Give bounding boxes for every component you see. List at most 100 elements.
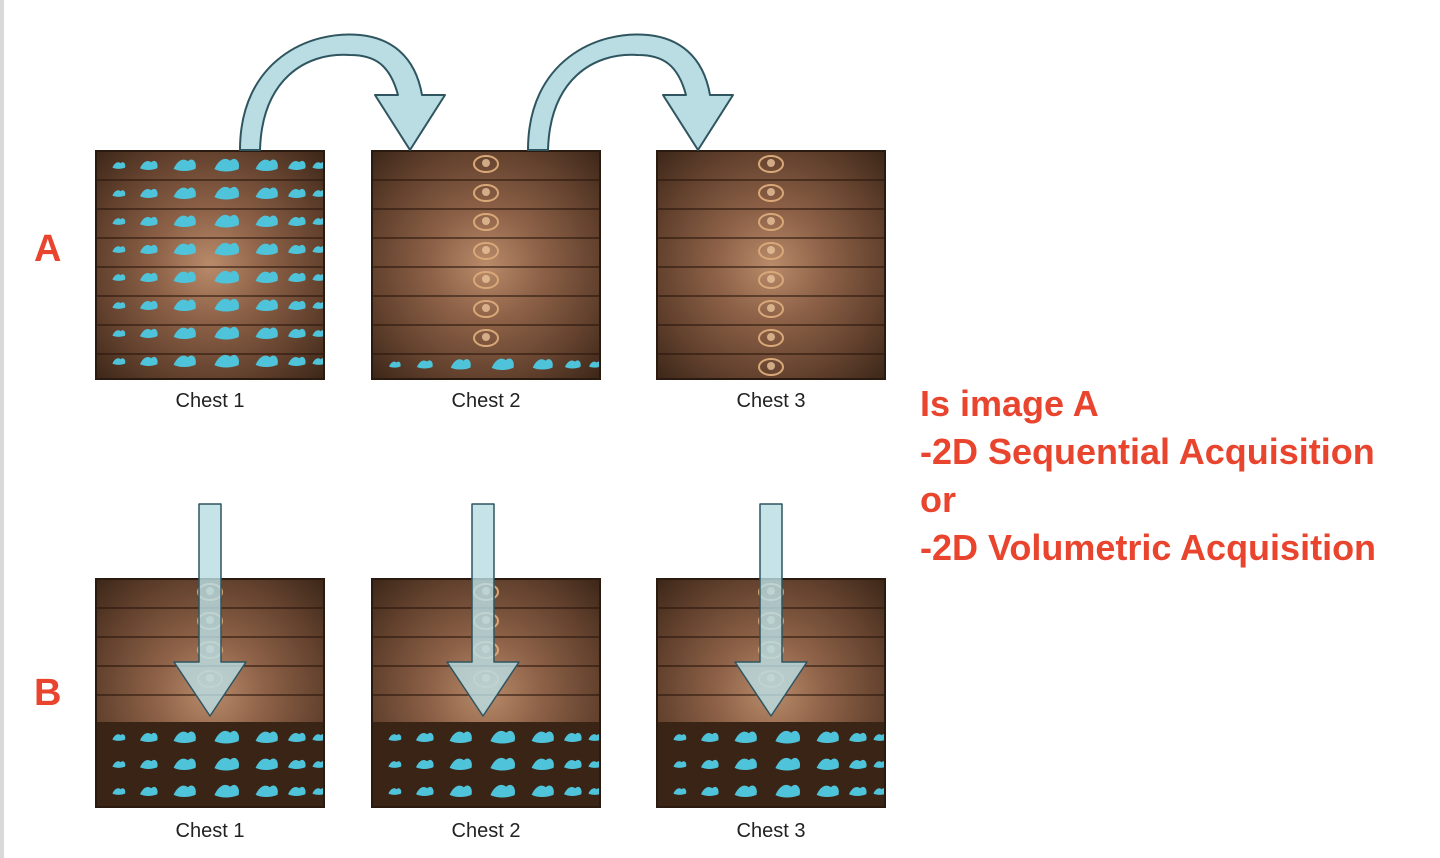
- left-border: [0, 0, 4, 858]
- vertebra-body: [482, 217, 490, 225]
- panel-a-chest-2: [371, 150, 601, 380]
- row-label-b: B: [34, 672, 62, 714]
- lung-slice-icon: [140, 759, 158, 769]
- lung-slice-icon: [589, 361, 599, 368]
- lung-slice-icon: [214, 354, 240, 368]
- lung-slice-icon: [173, 758, 196, 770]
- lung-band: [658, 722, 884, 806]
- lung-slice-icon: [214, 242, 240, 256]
- lung-slice-icon: [588, 734, 599, 741]
- lung-slice-icon: [564, 732, 582, 742]
- lung-slice-icon: [531, 731, 554, 743]
- lung-slice-icon: [173, 187, 196, 199]
- lung-slice-icon: [673, 734, 687, 741]
- lung-slice-icon: [312, 788, 323, 795]
- lung-slice-icon: [312, 274, 323, 281]
- question-line-2: -2D Sequential Acquisition: [920, 431, 1375, 472]
- lung-slice-icon: [112, 761, 126, 768]
- lung-slice-icon: [288, 732, 306, 742]
- lung-slice-icon: [312, 190, 323, 197]
- lung-slice-icon: [288, 272, 306, 282]
- vertebra-body: [482, 159, 490, 167]
- lung-slice-icon: [173, 215, 196, 227]
- lung-slice-icon: [288, 244, 306, 254]
- lung-slice-icon: [214, 784, 240, 798]
- lung-slice-icon: [775, 784, 801, 798]
- lung-slice-icon: [312, 246, 323, 253]
- lung-slice-icon: [140, 356, 158, 366]
- question-line-1: Is image A: [920, 383, 1099, 424]
- lung-slice-icon: [312, 734, 323, 741]
- lung-slice-icon: [490, 757, 516, 771]
- lung-slice-icon: [588, 788, 599, 795]
- lung-slice-icon: [388, 788, 402, 795]
- vertebra-icon: [758, 358, 784, 376]
- lung-slice-icon: [255, 785, 278, 797]
- vertebra-icon: [473, 300, 499, 318]
- lung-slice-icon: [416, 360, 433, 369]
- lung-band: [97, 722, 323, 806]
- lung-slice-icon: [849, 732, 867, 742]
- lung-slice-icon: [173, 243, 196, 255]
- lung-slice-icon: [173, 785, 196, 797]
- lung-slice-icon: [288, 356, 306, 366]
- lung-slice-icon: [849, 786, 867, 796]
- lung-slice-icon: [873, 734, 884, 741]
- vertebra-icon: [758, 329, 784, 347]
- lung-slice-icon: [564, 786, 582, 796]
- lung-slice-icon: [173, 159, 196, 171]
- lung-slice-icon: [734, 785, 757, 797]
- vertebra-body: [482, 246, 490, 254]
- vertebra-icon: [473, 242, 499, 260]
- vertebra-icon: [758, 242, 784, 260]
- vertebra-body: [482, 275, 490, 283]
- lung-slice-icon: [775, 730, 801, 744]
- lung-slice-icon: [112, 246, 126, 253]
- lung-slice-icon: [140, 732, 158, 742]
- vertebra-body: [767, 275, 775, 283]
- down-arrow-icon: [734, 503, 808, 717]
- lung-slice-icon: [112, 218, 126, 225]
- lung-slice-icon: [312, 218, 323, 225]
- lung-slice-icon: [112, 274, 126, 281]
- lung-slice-icon: [214, 158, 240, 172]
- lung-slice-icon: [214, 298, 240, 312]
- lung-slice-icon: [173, 355, 196, 367]
- lung-slice-icon: [255, 271, 278, 283]
- lung-slice-icon: [775, 757, 801, 771]
- caption-a-chest-1: Chest 1: [175, 390, 245, 412]
- lung-slice-icon: [112, 358, 126, 365]
- down-arrow-icon: [446, 503, 520, 717]
- lung-slice-icon: [416, 786, 434, 796]
- lung-slice-icon: [288, 759, 306, 769]
- lung-slice-icon: [112, 788, 126, 795]
- vertebra-body: [767, 362, 775, 370]
- lung-band: [373, 722, 599, 806]
- lung-slice-icon: [449, 758, 472, 770]
- lung-slice-icon: [288, 300, 306, 310]
- caption-b-chest-1: Chest 1: [175, 820, 245, 842]
- lung-slice-icon: [873, 761, 884, 768]
- vertebra-body: [767, 246, 775, 254]
- vertebra-body: [767, 333, 775, 341]
- question-line-3: or: [920, 479, 956, 520]
- lung-slice-icon: [214, 757, 240, 771]
- vertebra-icon: [758, 271, 784, 289]
- lung-slice-icon: [173, 299, 196, 311]
- lung-slice-icon: [312, 330, 323, 337]
- vertebra-body: [767, 217, 775, 225]
- caption-b-chest-2: Chest 2: [451, 820, 521, 842]
- lung-slice-icon: [450, 359, 471, 370]
- lung-slice-icon: [490, 784, 516, 798]
- lung-slice-icon: [816, 785, 839, 797]
- lung-slice-icon: [816, 758, 839, 770]
- lung-slice-icon: [701, 732, 719, 742]
- vertebra-icon: [758, 184, 784, 202]
- lung-slice-icon: [701, 786, 719, 796]
- lung-slice-icon: [173, 327, 196, 339]
- lung-slice-icon: [140, 272, 158, 282]
- lung-slice-icon: [312, 761, 323, 768]
- lung-slice-icon: [214, 326, 240, 340]
- lung-slice-icon: [531, 785, 554, 797]
- lung-slice-icon: [673, 761, 687, 768]
